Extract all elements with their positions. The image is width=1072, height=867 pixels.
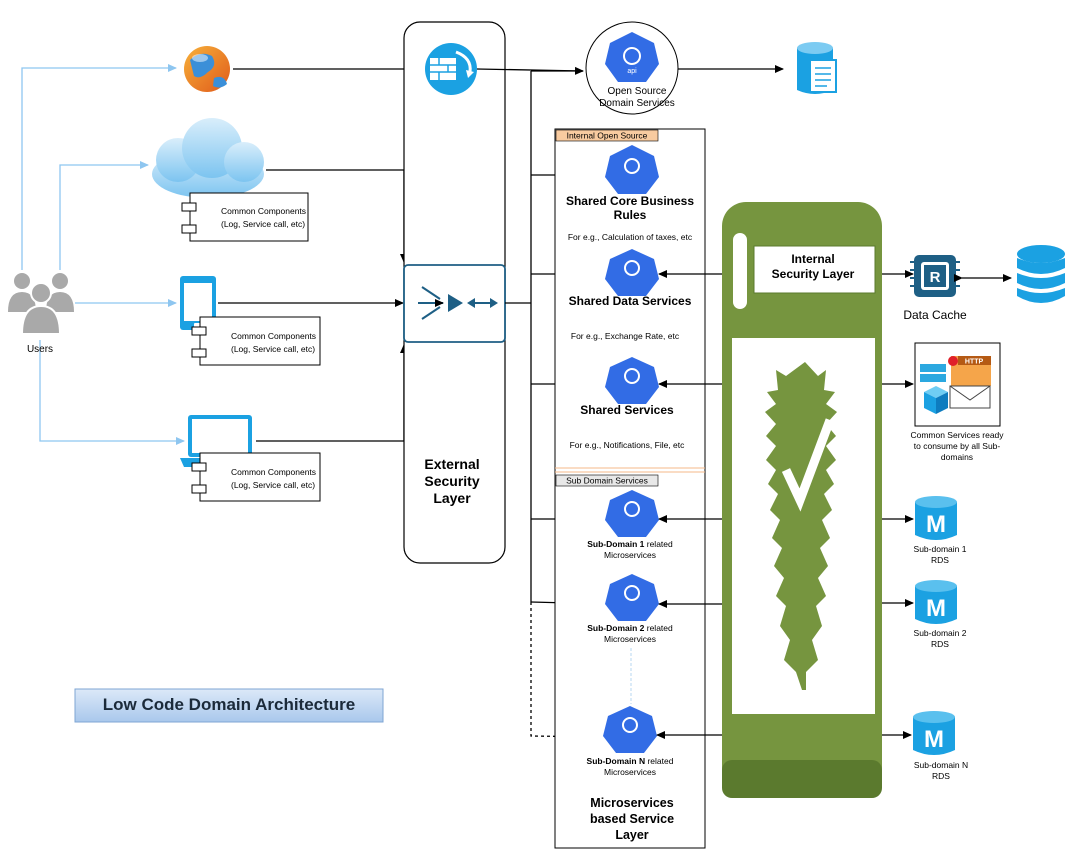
redis-cache-icon: R xyxy=(910,255,960,297)
rdsN-letter: M xyxy=(924,726,944,753)
api-icon xyxy=(603,706,657,753)
database-icon xyxy=(1017,245,1065,303)
users-icon xyxy=(8,273,74,335)
api-icon xyxy=(605,490,659,537)
api-icon xyxy=(605,574,659,621)
internal-open-source-tag xyxy=(555,129,659,142)
internal-security-layer: Internal Security Layer xyxy=(722,202,882,798)
document-database-icon xyxy=(797,42,837,94)
shared-data-title: Shared Data Services xyxy=(569,294,692,308)
redis-letter: R xyxy=(930,269,941,286)
users-label: Users xyxy=(27,344,53,355)
shared-core-example: For e.g., Calculation of taxes, etc xyxy=(568,232,693,242)
api-icon xyxy=(605,357,659,404)
shared-core-line1: Shared Core Business xyxy=(566,194,694,208)
open-source-api-label: api xyxy=(627,68,637,75)
rds1-letter: M xyxy=(926,511,946,538)
firewall-icon xyxy=(425,43,477,95)
common-services-box: HTTP xyxy=(914,342,1001,427)
common-services-line2: to consume by all Sub- xyxy=(914,441,1001,451)
internal-security-line2: Security Layer xyxy=(772,267,855,281)
open-source-line1: Open Source xyxy=(608,86,667,97)
security-badge-icon xyxy=(765,362,837,690)
common-components-subtitle: (Log, Service call, etc) xyxy=(231,344,315,354)
rds2-line2: RDS xyxy=(931,639,949,649)
open-source-domain-services: api Open Source Domain Services xyxy=(585,21,679,115)
common-components-cloud: Common Components (Log, Service call, et… xyxy=(181,192,309,242)
microservices-layer-line3: Layer xyxy=(615,828,648,842)
rds-database-icon: M xyxy=(915,580,957,624)
common-components-laptop: Common Components (Log, Service call, et… xyxy=(191,452,321,502)
user-connectors xyxy=(21,64,185,445)
page-title: Low Code Domain Architecture xyxy=(74,688,384,723)
load-balancer-icon xyxy=(403,264,506,343)
subdomainN-label: Sub-Domain N related xyxy=(587,756,674,766)
sub-domain-services-label: Sub Domain Services xyxy=(566,476,648,486)
subdomain2-label: Sub-Domain 2 related xyxy=(587,623,673,633)
microservices-layer-line2: based Service xyxy=(590,812,674,826)
device-connectors xyxy=(218,65,426,442)
subdomain1-label: Sub-Domain 1 related xyxy=(587,539,673,549)
rds-database-icon: M xyxy=(915,496,957,540)
rds2-line1: Sub-domain 2 xyxy=(914,628,967,638)
common-components-title: Common Components xyxy=(231,467,316,477)
internal-open-source-label: Internal Open Source xyxy=(567,131,648,141)
common-components-title: Common Components xyxy=(221,206,306,216)
common-components-title: Common Components xyxy=(231,331,316,341)
internal-security-line1: Internal xyxy=(791,252,834,266)
common-components-subtitle: (Log, Service call, etc) xyxy=(221,219,305,229)
external-security-line2: Security xyxy=(424,473,479,489)
cloud-icon xyxy=(152,118,264,198)
subdomainN-line2: Microservices xyxy=(604,767,656,777)
external-security-line3: Layer xyxy=(433,490,471,506)
rdsN-line2: RDS xyxy=(932,771,950,781)
common-services-line3: domains xyxy=(941,452,973,462)
shared-services-example: For e.g., Notifications, File, etc xyxy=(570,440,686,450)
microservices-layer-line1: Microservices xyxy=(590,796,673,810)
rds2-letter: M xyxy=(926,595,946,622)
shared-core-line2: Rules xyxy=(614,208,647,222)
globe-icon xyxy=(184,46,230,92)
shared-services-title: Shared Services xyxy=(580,403,674,417)
common-components-subtitle: (Log, Service call, etc) xyxy=(231,480,315,490)
subdomain1-line2: Microservices xyxy=(604,550,656,560)
rds1-line2: RDS xyxy=(931,555,949,565)
subdomain2-line2: Microservices xyxy=(604,634,656,644)
shared-data-example: For e.g., Exchange Rate, etc xyxy=(571,331,680,341)
api-icon xyxy=(605,145,659,194)
data-cache-label: Data Cache xyxy=(903,308,967,322)
open-source-line2: Domain Services xyxy=(599,98,675,109)
external-security-line1: External xyxy=(424,456,479,472)
internal-security-arrows xyxy=(656,270,914,739)
page-title-text: Low Code Domain Architecture xyxy=(103,695,356,714)
api-icon xyxy=(605,249,659,296)
rdsN-line1: Sub-domain N xyxy=(914,760,968,770)
http-label: HTTP xyxy=(965,359,984,366)
sub-domain-services-tag xyxy=(555,474,659,487)
rds-database-icon: M xyxy=(913,711,955,755)
rds1-line1: Sub-domain 1 xyxy=(914,544,967,554)
common-services-line1: Common Services ready xyxy=(910,430,1004,440)
common-components-mobile: Common Components (Log, Service call, et… xyxy=(191,316,321,366)
